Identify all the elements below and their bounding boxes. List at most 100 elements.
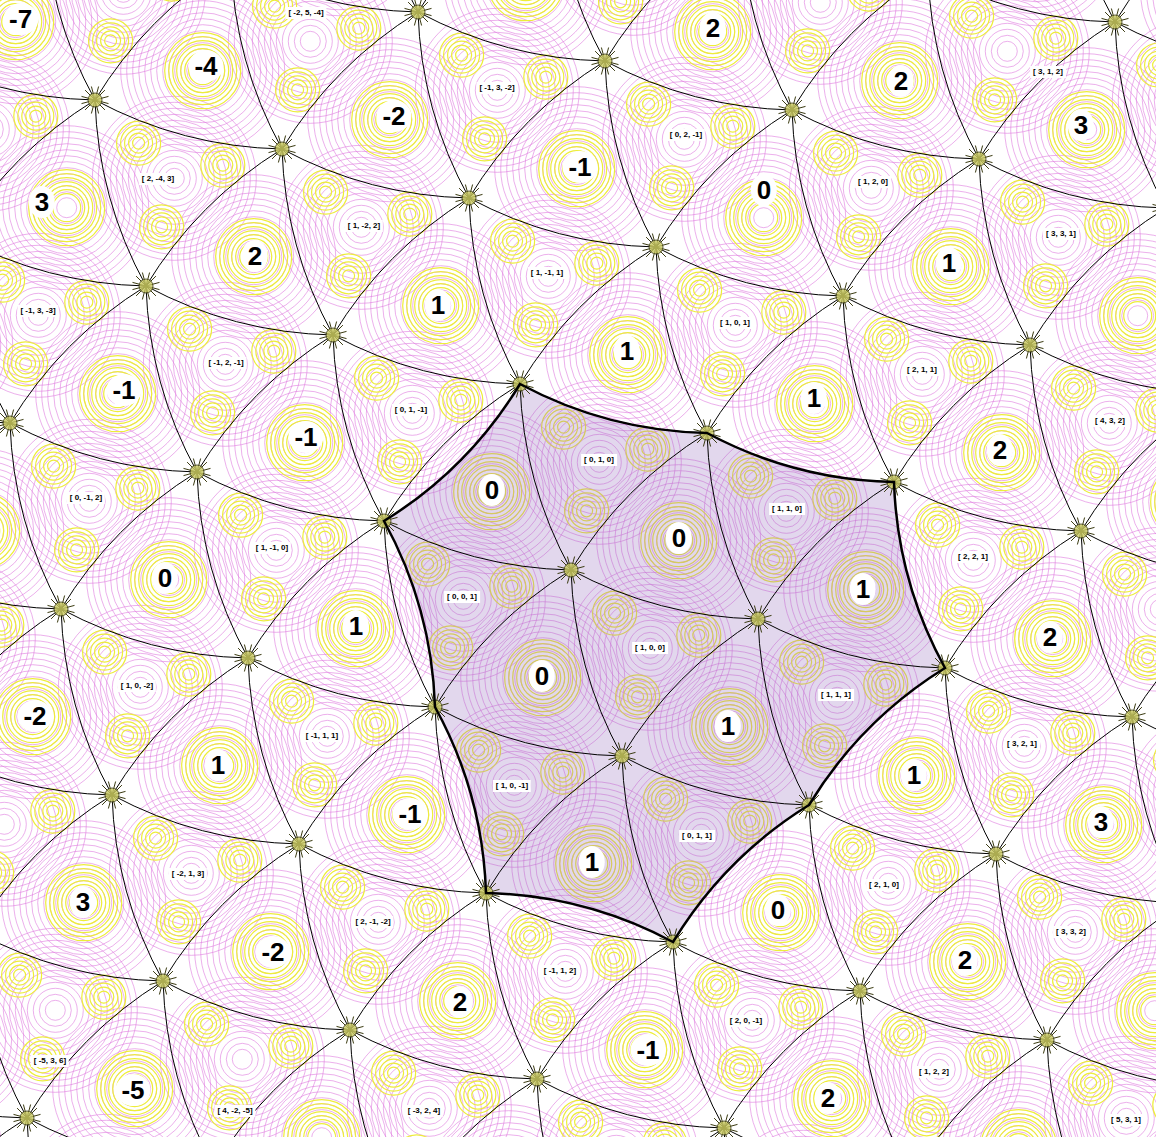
- yellow-ring: [1125, 981, 1156, 1041]
- magenta-ring: [927, 514, 1019, 606]
- yellow-ring: [0, 0, 50, 56]
- magenta-ring: [198, 744, 242, 788]
- magenta-ring: [0, 754, 74, 894]
- yellow-ring: [743, 875, 819, 951]
- magenta-ring: [985, 1114, 1053, 1137]
- yellow-ring: [874, 55, 926, 107]
- magenta-ring: [316, 589, 396, 669]
- magenta-ring: [792, 0, 848, 30]
- magenta-ring: [775, 364, 855, 444]
- yellow-ring: [195, 395, 231, 431]
- magenta-ring: [543, 135, 611, 203]
- yellow-ring: [594, 321, 662, 389]
- magenta-ring: [127, 809, 255, 937]
- yellow-ring: [711, 979, 723, 991]
- yellow-ring: [236, 239, 272, 275]
- yellow-ring: [0, 863, 2, 883]
- yellow-ring: [86, 979, 122, 1015]
- magenta-ring: [905, 221, 997, 313]
- magenta-ring: [937, 1066, 1101, 1137]
- yellow-ring: [491, 219, 535, 263]
- yellow-ring: [18, 98, 54, 134]
- yellow-ring: [603, 0, 639, 20]
- yellow-ring: [172, 311, 208, 347]
- magenta-ring: [395, 260, 487, 352]
- magenta-ring: [599, 1004, 691, 1096]
- magenta-ring: [883, 742, 951, 810]
- magenta-ring: [0, 665, 85, 769]
- magenta-ring: [983, 569, 1123, 709]
- yellow-ring: [241, 922, 301, 982]
- magenta-ring: [128, 132, 220, 224]
- magenta-ring: [51, 192, 83, 224]
- magenta-ring: [300, 1116, 344, 1137]
- magenta-ring: [162, 708, 278, 824]
- magenta-ring: [95, 0, 151, 20]
- yellow-ring: [156, 221, 168, 233]
- magenta-ring: [853, 712, 981, 840]
- yellow-ring: [499, 227, 527, 255]
- yellow-ring: [647, 1126, 683, 1137]
- magenta-ring: [549, 141, 605, 197]
- magenta-ring: [163, 31, 243, 111]
- magenta-ring: [349, 757, 465, 873]
- yellow-ring: [99, 646, 111, 658]
- yellow-ring: [151, 562, 187, 598]
- magenta-ring: [339, 205, 383, 249]
- yellow-ring: [1112, 290, 1156, 342]
- magenta-ring: [837, 154, 905, 222]
- yellow-ring: [707, 975, 727, 995]
- magenta-ring: [889, 748, 945, 804]
- magenta-ring: [276, 7, 344, 75]
- yellow-ring: [655, 1134, 675, 1137]
- yellow-ring: [275, 413, 335, 473]
- magenta-ring: [956, 407, 1048, 499]
- magenta-ring: [581, 986, 709, 1114]
- yellow-ring: [26, 106, 46, 126]
- magenta-ring: [665, 255, 805, 395]
- magenta-ring: [869, 999, 1009, 1137]
- yellow-ring: [0, 501, 12, 561]
- magenta-ring: [620, 75, 748, 203]
- yellow-ring: [631, 86, 667, 122]
- yellow-ring: [274, 683, 310, 719]
- magenta-ring: [208, 1025, 276, 1093]
- magenta-ring: [281, 690, 373, 782]
- yellow-ring: [165, 908, 193, 936]
- magenta-ring: [72, 348, 164, 440]
- magenta-ring: [292, 565, 420, 693]
- yellow-ring: [455, 394, 467, 406]
- yellow-ring: [879, 738, 955, 814]
- magenta-ring: [904, 898, 1032, 1026]
- magenta-ring: [379, 787, 435, 843]
- magenta-ring: [650, 105, 718, 173]
- magenta-ring: [878, 59, 922, 103]
- magenta-ring: [0, 107, 9, 151]
- yellow-ring: [726, 1055, 754, 1083]
- magenta-ring: [373, 781, 441, 849]
- yellow-ring: [53, 194, 81, 222]
- yellow-ring: [717, 368, 729, 380]
- yellow-ring: [547, 139, 607, 199]
- yellow-ring: [44, 456, 64, 476]
- magenta-ring: [1103, 959, 1156, 1063]
- yellow-ring: [500, 0, 552, 9]
- yellow-ring: [329, 873, 357, 901]
- yellow-ring: [304, 1120, 340, 1137]
- magenta-ring: [78, 354, 158, 434]
- magenta-ring: [787, 376, 843, 432]
- magenta-ring: [688, 956, 816, 1084]
- yellow-ring: [352, 957, 380, 985]
- magenta-ring: [960, 682, 1088, 810]
- yellow-ring: [71, 544, 83, 556]
- magenta-ring: [110, 114, 238, 242]
- yellow-ring: [543, 135, 611, 203]
- yellow-ring: [203, 403, 223, 423]
- yellow-ring: [360, 965, 372, 977]
- magenta-ring: [1138, 587, 1156, 631]
- yellow-ring: [265, 0, 285, 16]
- yellow-ring: [114, 722, 142, 750]
- magenta-ring: [961, 5, 1053, 97]
- magenta-ring: [240, 1056, 404, 1137]
- yellow-ring: [280, 72, 316, 108]
